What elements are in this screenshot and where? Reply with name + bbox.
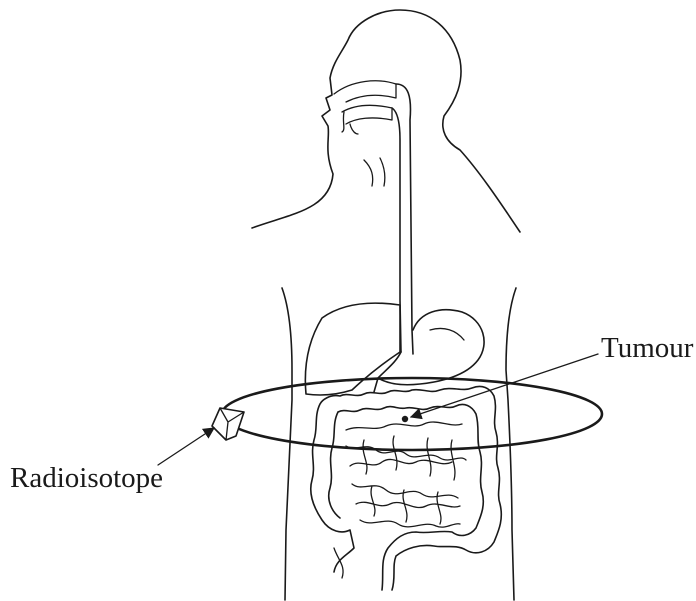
radioisotope-source bbox=[212, 408, 244, 440]
oral-cavity bbox=[342, 105, 392, 134]
head-outline bbox=[252, 10, 520, 232]
radiation-ring bbox=[222, 378, 602, 450]
tumour-arrow bbox=[411, 354, 598, 417]
nasal-cavity bbox=[334, 81, 396, 102]
torso-left bbox=[282, 288, 292, 600]
trachea-stub bbox=[364, 158, 385, 186]
small-intestine bbox=[346, 422, 466, 527]
radioisotope-arrow bbox=[158, 428, 214, 465]
large-intestine-inner bbox=[329, 404, 484, 590]
tumour-dot bbox=[402, 416, 408, 422]
stomach-fold bbox=[430, 328, 464, 340]
tumour-label: Tumour bbox=[601, 334, 693, 363]
radioisotope-label: Radioisotope bbox=[10, 464, 163, 493]
